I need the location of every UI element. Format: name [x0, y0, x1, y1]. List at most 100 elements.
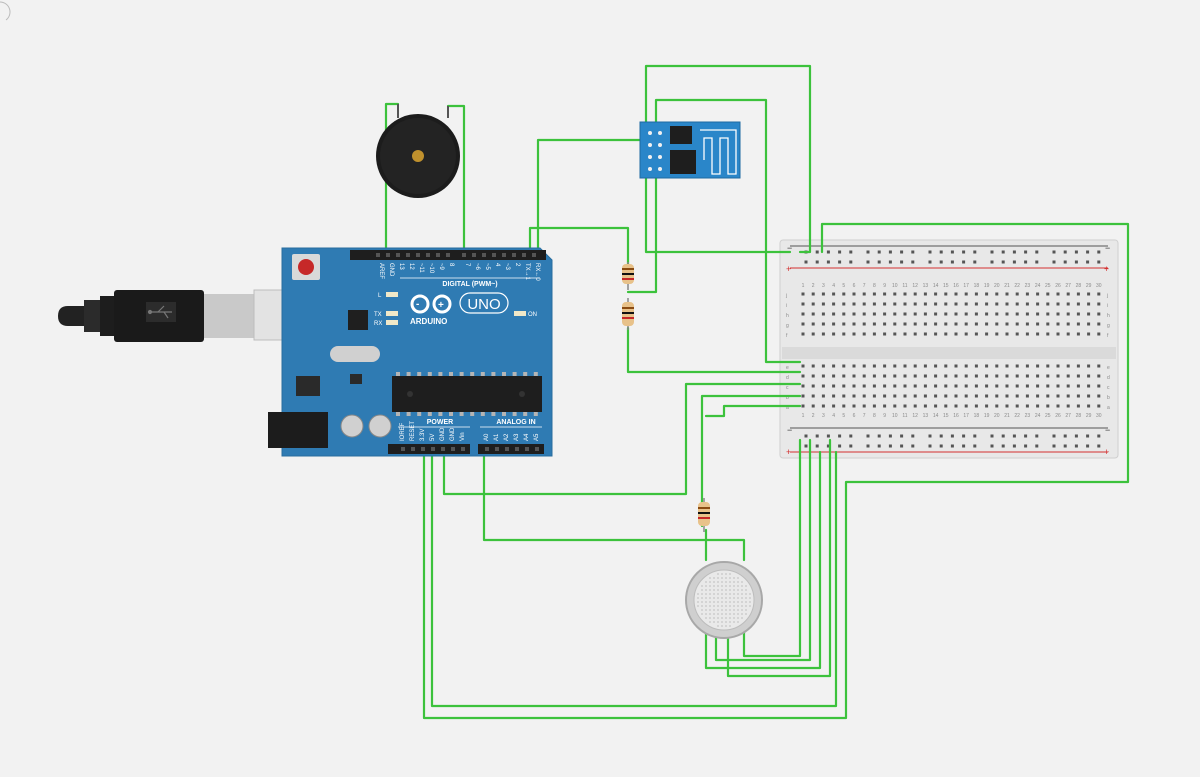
- bb-hole[interactable]: [1066, 404, 1070, 408]
- bb-hole[interactable]: [872, 374, 876, 378]
- bb-hole[interactable]: [974, 364, 978, 368]
- bb-rail-hole[interactable]: [804, 434, 808, 438]
- bb-hole[interactable]: [944, 404, 948, 408]
- bb-rail-hole[interactable]: [990, 444, 994, 448]
- bb-hole[interactable]: [862, 364, 866, 368]
- wire-gnd-breadboard[interactable]: [442, 382, 802, 496]
- bb-rail-hole[interactable]: [888, 260, 892, 264]
- bb-hole[interactable]: [821, 292, 825, 296]
- bb-hole[interactable]: [1076, 292, 1080, 296]
- bb-hole[interactable]: [913, 292, 917, 296]
- bb-hole[interactable]: [1056, 292, 1060, 296]
- bb-hole[interactable]: [1036, 322, 1040, 326]
- bb-hole[interactable]: [821, 384, 825, 388]
- bb-hole[interactable]: [872, 302, 876, 306]
- bb-hole[interactable]: [923, 384, 927, 388]
- bb-hole[interactable]: [1097, 404, 1101, 408]
- bb-hole[interactable]: [974, 292, 978, 296]
- bb-hole[interactable]: [883, 374, 887, 378]
- bb-hole[interactable]: [913, 322, 917, 326]
- bb-rail-hole[interactable]: [1001, 260, 1005, 264]
- bb-rail-hole[interactable]: [950, 260, 954, 264]
- bb-hole[interactable]: [1036, 292, 1040, 296]
- bb-hole[interactable]: [995, 374, 999, 378]
- bb-hole[interactable]: [872, 292, 876, 296]
- bb-hole[interactable]: [974, 322, 978, 326]
- bb-hole[interactable]: [821, 332, 825, 336]
- bb-hole[interactable]: [985, 394, 989, 398]
- wire-rail-gnd-loop[interactable]: [430, 450, 838, 708]
- bb-rail-hole[interactable]: [911, 434, 915, 438]
- digital-pin-hole[interactable]: [386, 253, 390, 257]
- bb-hole[interactable]: [1046, 302, 1050, 306]
- bb-hole[interactable]: [1076, 394, 1080, 398]
- bb-hole[interactable]: [801, 332, 805, 336]
- bb-hole[interactable]: [1056, 404, 1060, 408]
- bb-hole[interactable]: [1025, 332, 1029, 336]
- digital-pin-hole[interactable]: [426, 253, 430, 257]
- bb-hole[interactable]: [821, 394, 825, 398]
- bb-hole[interactable]: [985, 302, 989, 306]
- digital-pin-hole[interactable]: [446, 253, 450, 257]
- bb-hole[interactable]: [934, 374, 938, 378]
- bb-hole[interactable]: [842, 302, 846, 306]
- breadboard[interactable]: − − + + − − + + j i h g f e d c b a j i …: [779, 239, 1119, 459]
- bb-hole[interactable]: [1066, 394, 1070, 398]
- bb-hole[interactable]: [903, 292, 907, 296]
- bb-hole[interactable]: [974, 384, 978, 388]
- bb-hole[interactable]: [985, 384, 989, 388]
- bb-hole[interactable]: [1076, 302, 1080, 306]
- bb-hole[interactable]: [1036, 394, 1040, 398]
- bb-hole[interactable]: [923, 292, 927, 296]
- bb-hole[interactable]: [832, 292, 836, 296]
- bb-hole[interactable]: [913, 394, 917, 398]
- bb-rail-hole[interactable]: [849, 260, 853, 264]
- bb-rail-hole[interactable]: [1086, 444, 1090, 448]
- bb-hole[interactable]: [934, 384, 938, 388]
- bb-hole[interactable]: [923, 332, 927, 336]
- bb-hole[interactable]: [934, 292, 938, 296]
- bb-hole[interactable]: [1056, 322, 1060, 326]
- bb-rail-hole[interactable]: [1024, 250, 1028, 254]
- bb-hole[interactable]: [852, 302, 856, 306]
- bb-hole[interactable]: [811, 292, 815, 296]
- bb-hole[interactable]: [821, 312, 825, 316]
- wire-tx-resistor[interactable]: [528, 226, 630, 270]
- bb-hole[interactable]: [964, 384, 968, 388]
- bb-hole[interactable]: [934, 322, 938, 326]
- bb-hole[interactable]: [842, 322, 846, 326]
- resistor-1[interactable]: [622, 262, 634, 290]
- bb-hole[interactable]: [1087, 302, 1091, 306]
- bb-hole[interactable]: [1087, 292, 1091, 296]
- bb-rail-hole[interactable]: [866, 260, 870, 264]
- bb-hole[interactable]: [954, 394, 958, 398]
- bb-rail-hole[interactable]: [950, 444, 954, 448]
- bb-hole[interactable]: [1015, 364, 1019, 368]
- bb-hole[interactable]: [883, 364, 887, 368]
- resistor-3[interactable]: [698, 498, 710, 532]
- bb-hole[interactable]: [964, 322, 968, 326]
- bb-rail-hole[interactable]: [1074, 250, 1078, 254]
- bb-rail-hole[interactable]: [900, 434, 904, 438]
- bb-hole[interactable]: [1015, 322, 1019, 326]
- bb-hole[interactable]: [903, 332, 907, 336]
- bb-hole[interactable]: [1015, 292, 1019, 296]
- bb-rail-hole[interactable]: [1012, 260, 1016, 264]
- bb-rail-hole[interactable]: [962, 444, 966, 448]
- bb-hole[interactable]: [913, 332, 917, 336]
- bb-rail-hole[interactable]: [838, 444, 842, 448]
- bb-hole[interactable]: [954, 322, 958, 326]
- bb-hole[interactable]: [1025, 404, 1029, 408]
- bb-hole[interactable]: [903, 404, 907, 408]
- bb-hole[interactable]: [893, 292, 897, 296]
- bb-rail-hole[interactable]: [990, 250, 994, 254]
- bb-hole[interactable]: [1066, 374, 1070, 378]
- analog-pin-hole[interactable]: [485, 447, 489, 451]
- bb-rail-hole[interactable]: [849, 444, 853, 448]
- bb-hole[interactable]: [1056, 394, 1060, 398]
- bb-hole[interactable]: [944, 374, 948, 378]
- bb-hole[interactable]: [862, 374, 866, 378]
- bb-rail-hole[interactable]: [866, 250, 870, 254]
- bb-rail-hole[interactable]: [1074, 434, 1078, 438]
- bb-hole[interactable]: [801, 312, 805, 316]
